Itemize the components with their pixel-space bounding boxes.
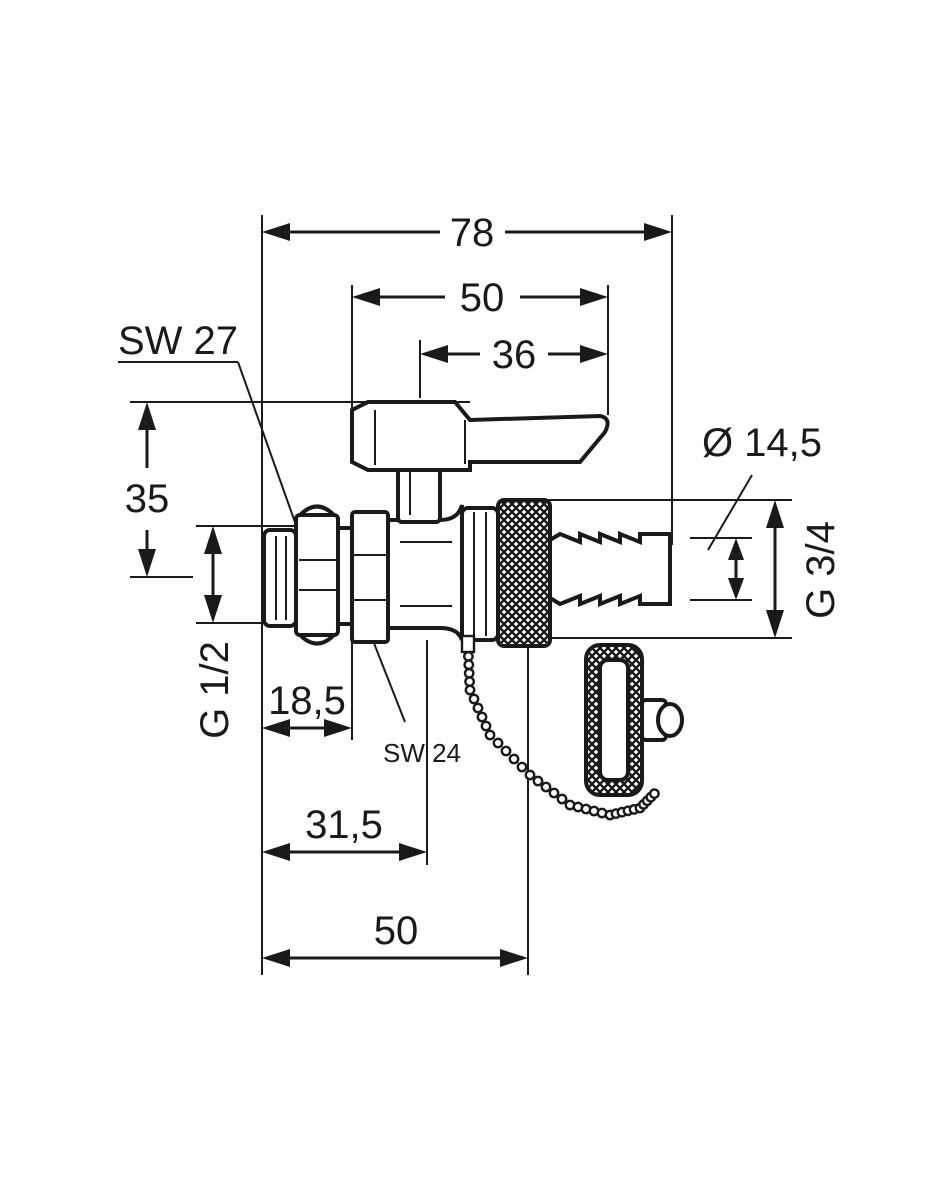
chain-bead — [472, 702, 484, 714]
coupling-collar — [460, 506, 500, 642]
chain-bead — [516, 761, 528, 773]
dimension-hose-diameter: Ø 14,5 — [702, 421, 822, 465]
valve-body — [262, 400, 672, 648]
chain-bead — [532, 775, 544, 787]
hose-barb — [548, 531, 672, 607]
knurled-ring — [496, 498, 552, 648]
valve-housing — [386, 504, 464, 641]
left-thread — [262, 528, 298, 628]
chain-bead — [464, 684, 476, 696]
chain-bead — [649, 788, 660, 799]
label-thread-right: G 3/4 — [799, 521, 843, 619]
chain-bead — [463, 667, 475, 679]
dimension-lines — [138, 223, 784, 967]
lever-handle — [350, 400, 610, 472]
hex-nut-sw27 — [294, 513, 340, 637]
extension-lines — [130, 215, 792, 975]
chain — [460, 634, 660, 821]
hex-sw24 — [350, 510, 390, 644]
dimension-axis-offset: 31,5 — [305, 803, 383, 847]
chain-bead — [484, 729, 496, 741]
dimension-thread-length: 18,5 — [268, 679, 346, 723]
chain-bead — [524, 769, 536, 781]
protective-cap — [584, 643, 684, 797]
chain-bead — [548, 787, 560, 799]
chain-bead — [476, 711, 488, 723]
chain-bead — [500, 745, 512, 757]
label-hex-sw24: SW 24 — [383, 738, 461, 768]
chain-bead — [540, 781, 552, 793]
chain-bead — [464, 676, 475, 687]
chain-bead — [462, 651, 474, 662]
chain-bead — [556, 793, 568, 805]
label-thread-left: G 1/2 — [193, 641, 237, 739]
dimension-overall-length: 78 — [450, 211, 495, 255]
label-hex-sw27: SW 27 — [118, 319, 238, 363]
dimension-body-length: 50 — [374, 909, 419, 953]
dimension-height: 35 — [125, 477, 170, 521]
chain-tab — [460, 634, 476, 654]
chain-bead — [463, 659, 475, 671]
chain-bead — [508, 753, 520, 765]
dimension-handle-offset: 36 — [492, 333, 537, 377]
chain-bead — [480, 720, 492, 732]
chain-bead — [492, 737, 504, 749]
dimension-handle-span: 50 — [460, 276, 505, 320]
chain-bead — [468, 693, 480, 705]
